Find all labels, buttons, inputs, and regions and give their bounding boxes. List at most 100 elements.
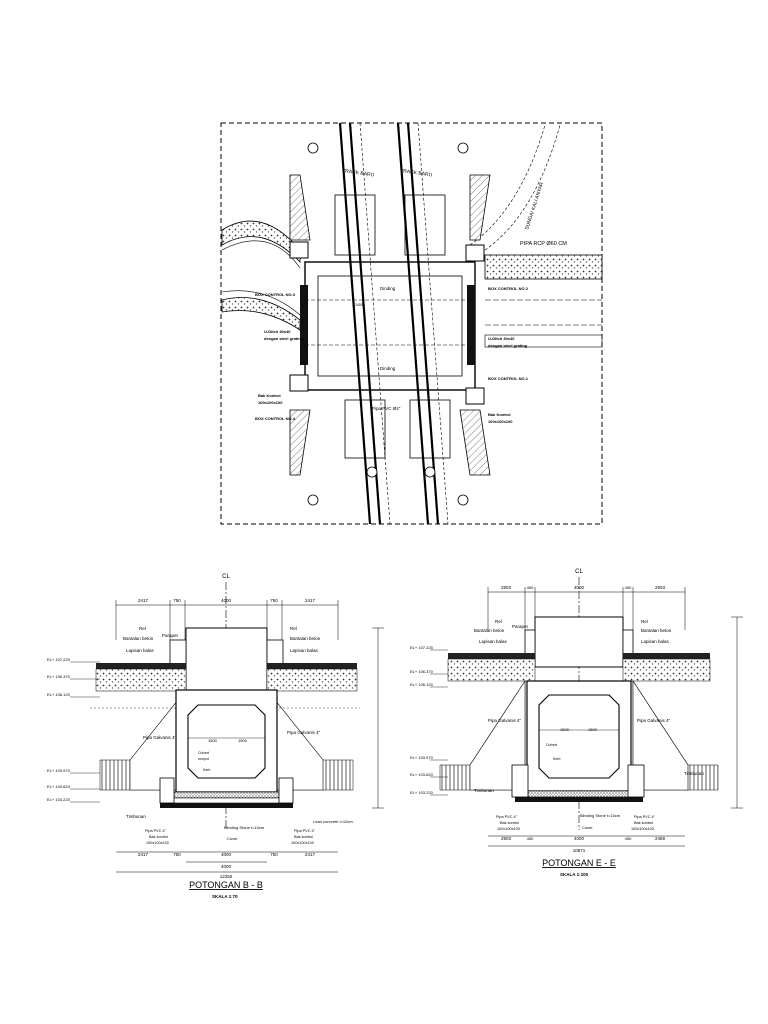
e-el-2: EL+ 106.370	[410, 669, 434, 674]
e-dim-top-2: 450	[527, 585, 534, 590]
plan-dim-label: 2400	[355, 303, 363, 307]
e-label-cover: Cover	[582, 825, 593, 830]
river-channel-lower	[221, 297, 301, 331]
e-dim-top-1: 2903	[501, 585, 512, 590]
b-label-culvert: Culvert	[198, 751, 209, 755]
b-label-bantalan-left: Bantalan beton	[123, 636, 154, 641]
box-control-2-label: BOX CONTROL NO.2	[488, 286, 529, 291]
b-dim-top-2: 750	[173, 598, 181, 603]
e-dim-bot-1: 2903	[501, 836, 512, 841]
b-dim-top-5: 2417	[305, 598, 316, 603]
e-el-1: EL+ 107.225	[410, 645, 434, 650]
e-label-bak-kontrol: Bak kontrol	[500, 821, 519, 825]
b-label-bak-kontrol-dim: 100x100x100	[146, 841, 169, 845]
track-label-2: TRACK BARU	[400, 168, 433, 178]
e-ballast-right	[622, 658, 711, 682]
box-control-1	[465, 387, 485, 405]
e-label-galvanis-left: Pipa Galvanis 4"	[488, 718, 522, 723]
track-label-1: TRACK BARU	[342, 168, 375, 178]
pipa-pvc-plan-label: Pipa PVC Ø4"	[372, 406, 401, 411]
plan-view: TRACK BARU TRACK BARU SUNGAI KALI ANYAR …	[220, 122, 603, 525]
b-rail-left	[96, 663, 186, 669]
b-dim-total: 12250	[220, 874, 233, 879]
b-label-rel-left: Rel	[139, 626, 146, 631]
b-label-parapet: Parapet	[162, 633, 179, 638]
b-dim-bot-3: 4000	[221, 852, 232, 857]
e-el-3: EL+ 106.120	[410, 682, 434, 687]
b-label-kerb: Kerb	[203, 768, 210, 772]
b-ballast-right	[266, 668, 358, 692]
e-label-lapisan-right: Lapisan balas	[641, 639, 670, 644]
b-scale: SKALA 1:70	[212, 894, 238, 899]
box-control-3-label: BOX CONTROL NO.3	[255, 292, 296, 297]
e-label-bantalan-left: Bantalan beton	[474, 628, 505, 633]
b-ballast-left	[95, 668, 187, 692]
b-el-1: EL+ 107.225	[47, 657, 71, 662]
channel-right-label: U-Ditch 30x40	[488, 336, 515, 341]
e-dim-total: 10871	[573, 848, 586, 853]
b-inner-dim-1: 1500	[208, 738, 218, 743]
section-e-cl: CL	[575, 569, 583, 575]
b-el-5: EL+ 103.620	[47, 784, 71, 789]
e-parapet-box	[534, 616, 624, 668]
b-label-blinding: Blinding Stone t=10cm	[224, 825, 265, 830]
bak-kontrol-left-dim: 100x100x100	[258, 400, 283, 405]
b-el-2: EL+ 106.370	[47, 674, 71, 679]
b-label-galvanis-left: Pipa Galvanis 4"	[143, 735, 177, 740]
e-label-pipa-pvc-right: Pipa PVC 4"	[634, 815, 656, 819]
e-label-timbunan-left: Timbunan	[474, 788, 494, 793]
e-rail-right	[623, 653, 710, 659]
e-label-timbunan-right: Timbunan	[684, 771, 704, 776]
channel-left-label: U-Ditch 30x40	[264, 329, 291, 334]
b-label-rel-right: Rel	[290, 626, 297, 631]
e-scale: SKALA 1:100	[560, 872, 589, 877]
e-label-lapisan-left: Lapisan balas	[479, 639, 508, 644]
b-label-pipa-pvc: Pipa PVC 4"	[145, 829, 167, 833]
bak-kontrol-right-label: Bak Kontrol	[488, 412, 511, 417]
b-rail-right	[267, 663, 357, 669]
b-label-bak-kontrol-right-dim: 100x100x100	[291, 841, 314, 845]
box-control-1-label: BOX CONTROL NO.1	[488, 376, 529, 381]
b-dim-top-4: 750	[270, 598, 278, 603]
b-parapet-box	[185, 627, 268, 691]
bak-kontrol-left-label: Bak Kontrol	[258, 393, 281, 398]
b-label-lapisan-right: Lapisan balas	[290, 648, 319, 653]
e-label-rel-right: Rel	[641, 619, 648, 624]
section-b-b: CL 2417 750 4000 750 2417	[47, 574, 384, 899]
e-el-6: EL+ 103.220	[410, 790, 434, 795]
b-dim-bot-5: 2417	[305, 852, 316, 857]
section-b-cl: CL	[222, 574, 230, 580]
e-inner-dim-2: 1500	[588, 727, 598, 732]
e-dim-bot-2: 450	[527, 836, 534, 841]
b-label-pipa-pvc-right: Pipa PVC 4"	[294, 829, 316, 833]
e-inner-dim-1: 1500	[560, 727, 570, 732]
pipe-rcp-label: PIPA RCP Ø60 CM	[520, 241, 567, 247]
e-label-bak-kontrol-dim: 100x100x100	[497, 827, 520, 831]
dinding-bottom-label: Dinding	[380, 366, 396, 371]
b-label-bak-kontrol-right: Bak kontrol	[294, 835, 313, 839]
e-label-kerb: Kerb	[553, 757, 560, 761]
b-dim-bot-2: 750	[173, 852, 181, 857]
e-label-galvanis-right: Pipa Galvanis 4"	[637, 718, 671, 723]
b-el-3: EL+ 106.120	[47, 692, 71, 697]
railway-tracks	[338, 122, 449, 525]
plan-frame	[220, 122, 603, 525]
b-label-lean-concrete: Lean concrete t=10cm	[313, 819, 353, 824]
e-label-bantalan-right: Bantalan beton	[641, 628, 672, 633]
b-label-bantalan-right: Bantalan beton	[290, 636, 321, 641]
e-ballast-left	[447, 658, 536, 682]
b-label-cover: Cover	[227, 836, 238, 841]
e-label-bak-kontrol-right-dim: 100x100x100	[631, 827, 654, 831]
channel-left-sub: dengan steel grating	[264, 336, 304, 341]
b-dim-bot-4: 750	[270, 852, 278, 857]
b-culvert-opening	[187, 704, 266, 779]
dinding-top-label: Dinding	[380, 286, 396, 291]
e-title: POTONGAN E - E	[542, 858, 616, 868]
b-label-galvanis-right: Pipa Galvanis 4"	[287, 730, 321, 735]
e-dim-bot-4: 450	[625, 836, 632, 841]
channel-right-sub: dengan steel grating	[488, 343, 528, 348]
b-inner-dim-2: 1500	[238, 738, 248, 743]
e-dim-top-5: 2903	[655, 585, 666, 590]
e-dim-bot-5: 2469	[655, 836, 666, 841]
